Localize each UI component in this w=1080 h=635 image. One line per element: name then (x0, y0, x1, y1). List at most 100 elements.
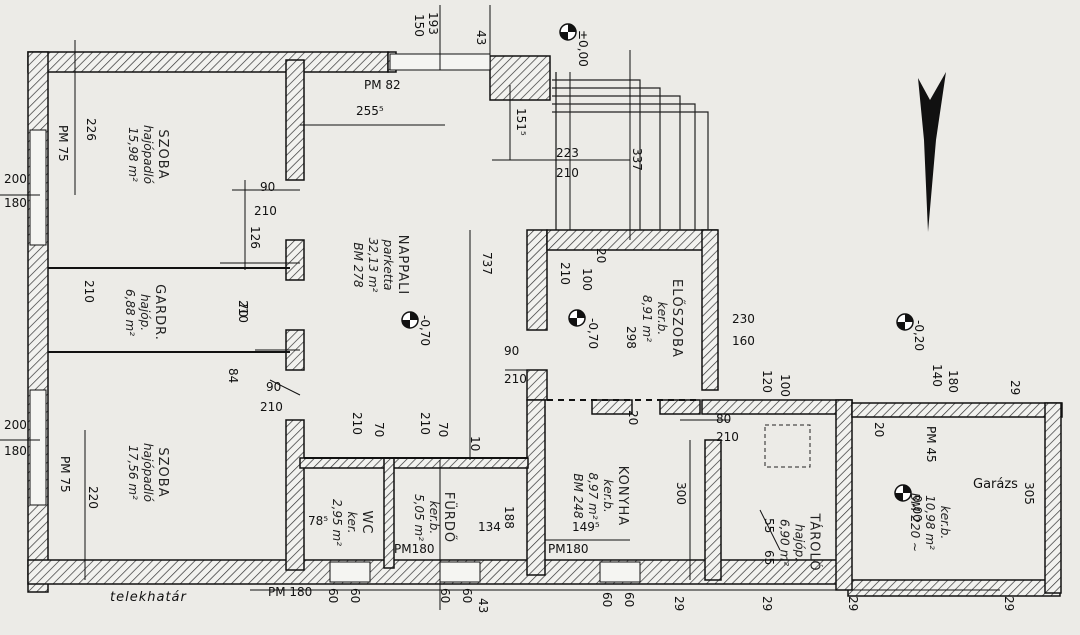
dim-label: 149⁵ (572, 520, 600, 534)
room-name: SZOBA (154, 447, 170, 498)
room-area: 6,90 m² (777, 518, 792, 567)
dim-label: 60 (348, 588, 362, 604)
dim-label: 29 (760, 596, 774, 612)
dim-label: 43 (476, 598, 490, 614)
dim-label: 210 (504, 372, 527, 386)
dim-label: 80 (716, 412, 732, 426)
dim-label: 210 (350, 412, 364, 435)
dim-label: 55 (762, 518, 776, 534)
level-label-outside: -0,20 (912, 320, 926, 352)
dim-label: 10 (468, 436, 482, 452)
room-floor: ker.b. (938, 505, 953, 540)
dim-label: 29 (846, 596, 860, 612)
dim-label: 151⁵ (514, 108, 528, 136)
dim-label: 337 (630, 148, 644, 171)
room-label-nappali: NAPPALI parketta 32,13 m² BM 278 (350, 235, 410, 295)
dim-label: 210 (236, 300, 250, 323)
room-name: ELŐSZOBA (668, 279, 684, 358)
room-area: 15,98 m² (125, 127, 140, 182)
room-floor: ker. (345, 511, 360, 534)
room-floor: parketta (381, 239, 396, 291)
dim-label: 20 (626, 410, 640, 426)
partitions (48, 72, 700, 459)
room-label-eloszoba: ELŐSZOBA ker.b. 8,91 m² (639, 279, 684, 358)
room-floor: hajóp. (137, 293, 152, 332)
dim-label: 60 (326, 588, 340, 604)
north-arrow-icon (918, 72, 946, 232)
dim-label: 29 (672, 596, 686, 612)
dim-label: 737 (480, 252, 494, 275)
storage-hatch (764, 424, 811, 468)
dim-label: 90 (504, 344, 520, 358)
room-label-wc: WC ker. 2,95 m² (329, 499, 374, 546)
room-area: 17,56 m² (125, 445, 140, 500)
dim-label: 305 (1022, 482, 1036, 505)
dim-label: PM 180 (268, 585, 313, 599)
level-label-garage: 0,00 (910, 495, 924, 522)
dim-label: 230 (732, 312, 755, 326)
dim-label: 120 (760, 370, 774, 393)
dim-label: 193 (426, 12, 440, 35)
room-area: 5,05 m² (412, 493, 427, 542)
dim-label: 160 (732, 334, 755, 348)
room-floor: hajópadló (140, 443, 155, 502)
room-label-szoba-2: SZOBA hajópadló 17,56 m² (125, 443, 170, 502)
dim-label: 200 (4, 418, 27, 432)
terrace-lines (552, 79, 709, 230)
dim-label: 20 (872, 422, 886, 438)
dim-label: 43 (474, 30, 488, 46)
dim-label: 220 (86, 486, 100, 509)
room-floor: ker.b. (654, 301, 669, 336)
room-label-tarolo: TÁROLÓ hajóp. 6,90 m² (777, 513, 822, 571)
room-label-konyha: KONYHA ker.b. 8,97 m² BM 248 (570, 466, 630, 526)
room-floor: hajópadló (140, 125, 155, 184)
dim-label: 180 (4, 196, 27, 210)
room-bm: BM 248 (571, 473, 586, 519)
room-area: 6,88 m² (122, 288, 137, 337)
room-name: NAPPALI (395, 234, 411, 296)
room-name: WC (359, 510, 375, 535)
level-label-eloszoba: -0,70 (586, 318, 600, 350)
dim-label: PM 75 (56, 125, 70, 162)
dim-label: 29 (1008, 380, 1022, 396)
room-name: FÜRDŐ (441, 491, 457, 544)
room-area: 8,91 m² (639, 294, 654, 343)
dim-label: 210 (716, 430, 739, 444)
room-floor: ker.b. (601, 479, 616, 513)
dim-label: 90 (260, 180, 276, 194)
dim-label: 210 (82, 280, 96, 303)
dim-label: 60 (600, 592, 614, 608)
dim-label: 20 (594, 248, 608, 264)
room-name: KONYHA (615, 465, 631, 527)
property-boundary-label: telekhatár (110, 590, 187, 605)
dim-label: PM180 (394, 542, 435, 556)
dim-label: 200 (4, 172, 27, 186)
dim-label: 60 (460, 588, 474, 604)
room-label-gardrob: GARDR. hajóp. 6,88 m² (122, 284, 167, 341)
room-area: 10,98 m² (923, 495, 938, 550)
dim-label: 84 (226, 368, 240, 384)
dim-label: 29 (1002, 596, 1016, 612)
dim-label: 134 (478, 520, 501, 534)
dim-label: 100 (580, 268, 594, 291)
dim-label: 210 (260, 400, 283, 414)
dim-label: 60 (622, 592, 636, 608)
dim-label: 223 (556, 146, 579, 160)
room-name: GARDR. (151, 284, 167, 341)
room-area: 32,13 m² (366, 237, 381, 293)
room-label-szoba-1: SZOBA hajópadló 15,98 m² (125, 125, 170, 184)
dim-label: 126 (248, 226, 262, 249)
dim-label: 300 (674, 482, 688, 505)
dim-label: 90 (266, 380, 282, 394)
dim-label: 70 (372, 422, 386, 438)
dim-label: 140 (930, 364, 944, 387)
room-name-garazs: Garázs (973, 477, 1018, 492)
dimension-lines (0, 5, 1000, 610)
dim-label: 100 (778, 374, 792, 397)
level-label-nappali: -0,70 (418, 315, 432, 347)
dim-label: 60 (438, 588, 452, 604)
dim-label: 188 (502, 506, 516, 529)
dim-label: 180 (4, 444, 27, 458)
